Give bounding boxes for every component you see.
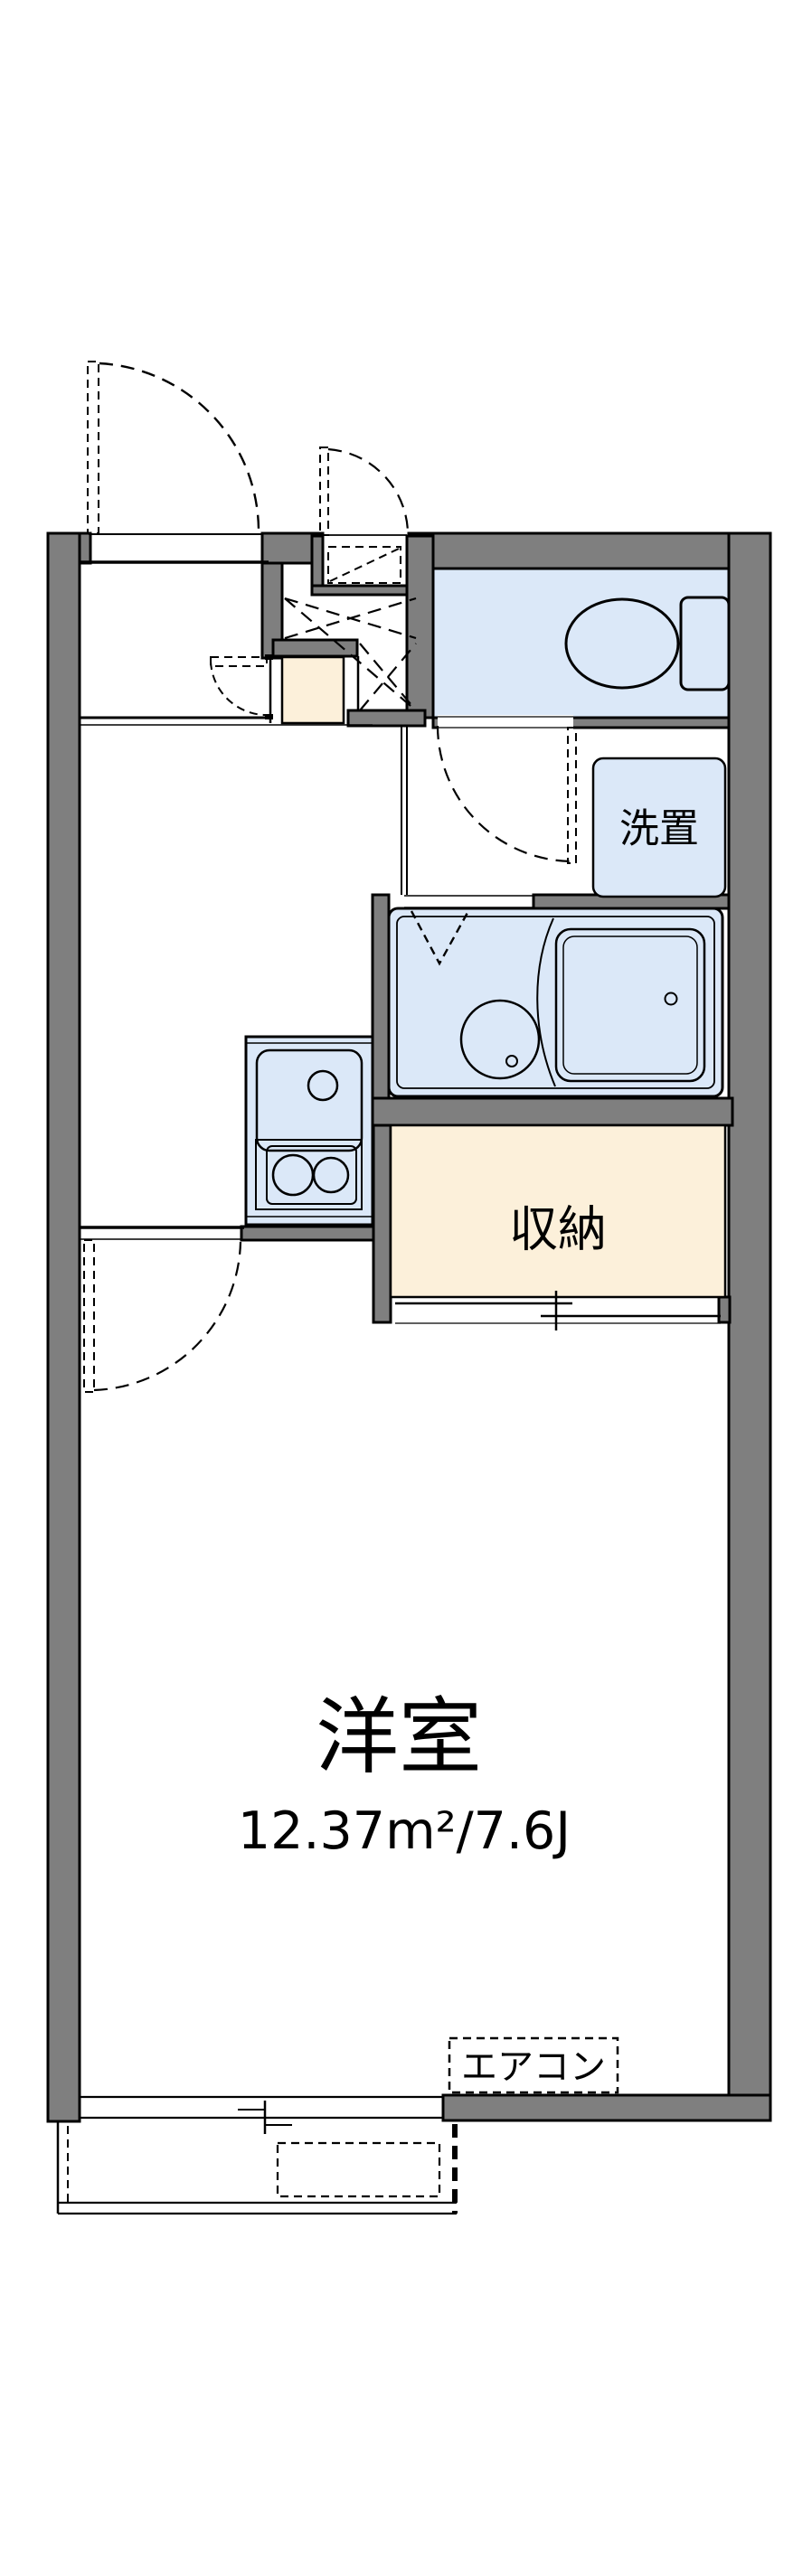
- hall-door-swing-arc: [210, 661, 266, 716]
- toilet-door-swing-arc: [436, 725, 573, 863]
- entry-door-leaf: [87, 361, 99, 534]
- closet: 収納: [389, 1123, 727, 1330]
- kitchen: [244, 1035, 374, 1227]
- void-cross-line-5: [359, 643, 417, 711]
- wall-corridor-toilet: [405, 534, 435, 719]
- entrance-area: [80, 361, 373, 726]
- bath-unit-inner: [396, 916, 715, 1089]
- bath-sink-bowl-icon: [459, 999, 541, 1080]
- toilet-door-leaf: [567, 727, 577, 864]
- wall-kitchen-bottom: [240, 1225, 375, 1242]
- void-cross-line-2: [284, 597, 417, 640]
- walls: [46, 531, 772, 2123]
- wall-top-right: [407, 531, 772, 570]
- shoe-cabinet: [280, 655, 345, 725]
- kitchen-stove-inner: [266, 1145, 357, 1205]
- toilet-south-wall: [431, 716, 731, 729]
- wall-left: [46, 531, 81, 2123]
- kitchen-unit: [244, 1035, 374, 1227]
- bath-door-swing: [410, 910, 470, 966]
- room-entry-door: [80, 1226, 244, 1393]
- wall-meterbox-bottom: [310, 584, 420, 597]
- bath-counter-curve: [536, 917, 556, 1087]
- wall-corridor-bottom: [346, 709, 427, 728]
- wall-bath-bottom: [371, 1096, 734, 1127]
- wall-top-stub-left: [78, 531, 92, 565]
- wall-closet-left: [372, 1123, 392, 1324]
- washroom: 洗置: [401, 726, 727, 908]
- aircon-label: エアコン: [461, 2046, 606, 2088]
- bathtub-icon: [554, 927, 706, 1083]
- wall-closet-right-stub: [717, 1295, 732, 1324]
- room-door-leaf: [83, 1239, 95, 1393]
- balcony: [56, 2121, 458, 2215]
- south-window: [80, 2095, 443, 2134]
- void-cross-line-3: [284, 597, 417, 711]
- closet-floor: [389, 1123, 727, 1299]
- aircon-box: [448, 2036, 619, 2094]
- meterbox-door-leaf: [319, 447, 329, 536]
- toilet-room: [431, 567, 731, 864]
- bathtub-drain-icon: [664, 992, 678, 1006]
- laundry-label: 洗置: [619, 806, 699, 852]
- toilet-door-gap: [438, 715, 573, 729]
- western-room: 洋室 12.37m²/7.6J エアコン: [238, 1689, 619, 2094]
- balcony-hatch: [276, 2141, 441, 2198]
- room-door-swing-arc: [93, 1241, 242, 1392]
- laundry-space: [591, 757, 727, 898]
- stove-burner-right-icon: [312, 1156, 350, 1194]
- hall-door-jamb-bottom: [265, 714, 273, 719]
- wall-bath-left: [371, 893, 391, 1100]
- kitchen-faucet-icon: [307, 1069, 339, 1102]
- meterbox-hatch: [327, 546, 401, 584]
- kitchen-stove-icon: [255, 1139, 363, 1210]
- closet-label: 収納: [509, 1201, 607, 1258]
- room-name-label: 洋室: [316, 1689, 482, 1786]
- bathtub-inner: [562, 935, 698, 1075]
- toilet-bowl-icon: [564, 597, 680, 690]
- room-area-label: 12.37m²/7.6J: [238, 1801, 571, 1861]
- toilet-room-floor: [431, 567, 731, 719]
- meter-box: [319, 447, 410, 584]
- hall-door-jamb-top: [265, 654, 273, 660]
- wall-corridor-step: [271, 638, 359, 658]
- wall-bottom: [441, 2093, 772, 2122]
- wall-right: [727, 531, 772, 2122]
- entry-door-swing-arc: [99, 362, 260, 532]
- kitchen-sink-icon: [255, 1048, 364, 1152]
- hall-door-leaf: [210, 656, 268, 667]
- toilet-tank-icon: [679, 596, 731, 691]
- corridor-void: [284, 597, 417, 711]
- meterbox-door-swing-arc: [327, 447, 410, 533]
- bath-sink-drain-icon: [505, 1055, 518, 1067]
- meterbox-diagonal: [329, 548, 400, 582]
- bathroom: [387, 907, 724, 1098]
